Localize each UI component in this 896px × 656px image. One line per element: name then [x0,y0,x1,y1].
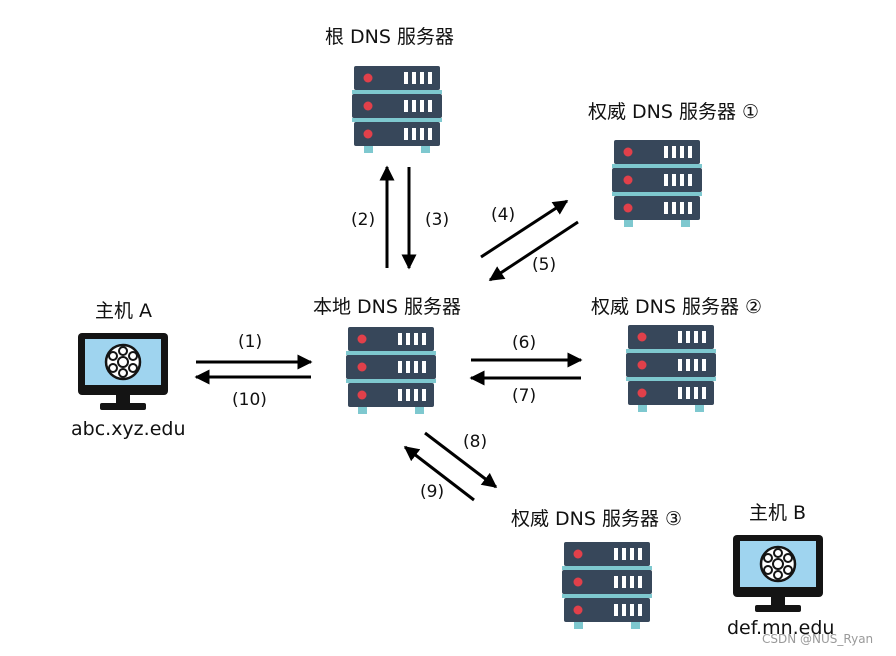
authoritative-dns-server-1-icon [612,140,702,227]
authoritative-dns-server-2-label: 权威 DNS 服务器 ② [591,296,763,318]
authoritative-dns-server-2-icon [626,325,716,412]
local-dns-server-label: 本地 DNS 服务器 [313,296,461,318]
step-label-4: (4) [491,205,516,225]
authoritative-dns-server-3-icon [562,542,652,629]
local-dns-server-icon [346,327,436,414]
step-label-5: (5) [532,255,557,275]
step-label-3: (3) [425,210,450,230]
host-b-label: 主机 B [749,502,807,524]
arrow-5 [488,220,579,282]
step-label-1: (1) [238,332,263,352]
step-label-10: (10) [232,390,267,410]
authoritative-dns-server-3-label: 权威 DNS 服务器 ③ [511,508,683,530]
arrow-9 [403,445,475,502]
step-label-8: (8) [463,432,488,452]
step-label-7: (7) [512,386,537,406]
host-a-label: 主机 A [95,300,153,322]
host-a-computer-icon [76,331,170,412]
watermark: CSDN @NUS_Ryan [762,632,874,646]
root-dns-server-label: 根 DNS 服务器 [325,26,454,48]
host-b-domain: def.mn.edu [727,617,835,639]
step-label-9: (9) [420,482,445,502]
host-a-domain: abc.xyz.edu [71,418,186,440]
host-b-computer-icon [731,533,825,614]
root-dns-server-icon [352,66,442,153]
arrow-4 [480,199,569,259]
authoritative-dns-server-1-label: 权威 DNS 服务器 ① [588,101,760,123]
arrow-8 [424,431,498,489]
step-label-6: (6) [512,333,537,353]
step-label-2: (2) [351,210,376,230]
